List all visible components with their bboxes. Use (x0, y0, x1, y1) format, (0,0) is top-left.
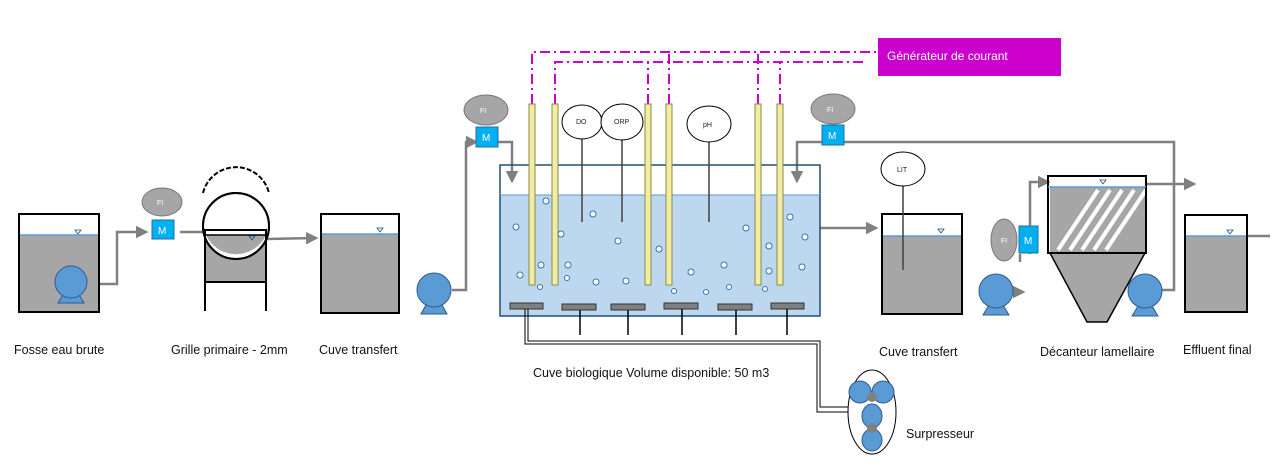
label-grille-primaire: Grille primaire - 2mm (171, 343, 288, 357)
motor-4-label: M (1024, 236, 1032, 247)
diffuser (610, 303, 646, 311)
label-decanteur-lamellaire: Décanteur lamellaire (1040, 345, 1155, 359)
pump-transfert-1 (416, 272, 452, 315)
electrode (776, 103, 784, 286)
flowmeter-3: FI M (810, 93, 856, 146)
power-cables (531, 51, 876, 104)
diffuser (561, 303, 597, 311)
cuve-transfert-1-tank (320, 213, 400, 314)
electrode (528, 103, 536, 286)
grille-primaire-screen (202, 166, 270, 311)
electrode (644, 103, 652, 286)
flowmeter-1: FI M (141, 187, 183, 240)
diffuser (717, 303, 753, 311)
probe-ph: pH (686, 105, 732, 222)
label-effluent-final: Effluent final (1183, 343, 1252, 357)
probe-ph-label: pH (703, 122, 712, 129)
diffuser (663, 302, 699, 310)
fosse-eau-brute-tank (18, 213, 100, 313)
air-bubbles (512, 197, 809, 295)
electrode (551, 103, 559, 286)
label-fosse-eau-brute: Fosse eau brute (14, 343, 104, 357)
cuve-biologique-tank (499, 164, 821, 317)
probe-do-label: DO (576, 119, 587, 126)
pump-fosse (54, 265, 88, 304)
flowmeter-1-label: FI (157, 200, 163, 207)
pump-transfert-2 (978, 273, 1014, 316)
probe-lit-label: LIT (897, 167, 908, 174)
diffuser (509, 302, 544, 310)
label-cuve-transfert-1: Cuve transfert (319, 343, 398, 357)
pump-decanteur (1127, 273, 1163, 317)
diffuser (770, 302, 805, 310)
surpresseur-blower (847, 369, 897, 455)
decanteur-lamellaire (1047, 175, 1147, 323)
electrodes (528, 103, 784, 286)
flowmeter-2: FI M (463, 94, 509, 148)
flowmeter-3-label: FI (827, 107, 833, 114)
probe-lit: LIT (880, 151, 926, 187)
pipes (88, 135, 1270, 299)
air-diffusers (509, 302, 849, 413)
motor-1-label: M (158, 226, 166, 237)
generateur-de-courant: Générateur de courant (878, 38, 1061, 76)
probe-do: DO (561, 104, 603, 222)
motor-3-label: M (828, 131, 836, 142)
label-surpresseur: Surpresseur (906, 427, 974, 441)
probe-orp-label: ORP (614, 119, 630, 126)
flowmeter-4: FI M (990, 218, 1039, 262)
equipment-labels: Fosse eau brute Grille primaire - 2mm Cu… (14, 343, 1252, 441)
electrode (754, 103, 762, 286)
water-level-icon (74, 229, 82, 235)
motor-2-label: M (482, 133, 490, 144)
label-cuve-transfert-2: Cuve transfert (879, 345, 958, 359)
effluent-final-tank (1184, 214, 1248, 313)
flowmeter-4-label: FI (1001, 238, 1007, 245)
electrode (665, 103, 673, 286)
flowmeter-2-label: FI (480, 108, 486, 115)
cuve-transfert-2-tank (881, 184, 963, 315)
label-cuve-biologique: Cuve biologique Volume disponible: 50 m3 (533, 366, 769, 380)
generateur-label: Générateur de courant (887, 49, 1008, 63)
probe-orp: ORP (600, 103, 644, 222)
